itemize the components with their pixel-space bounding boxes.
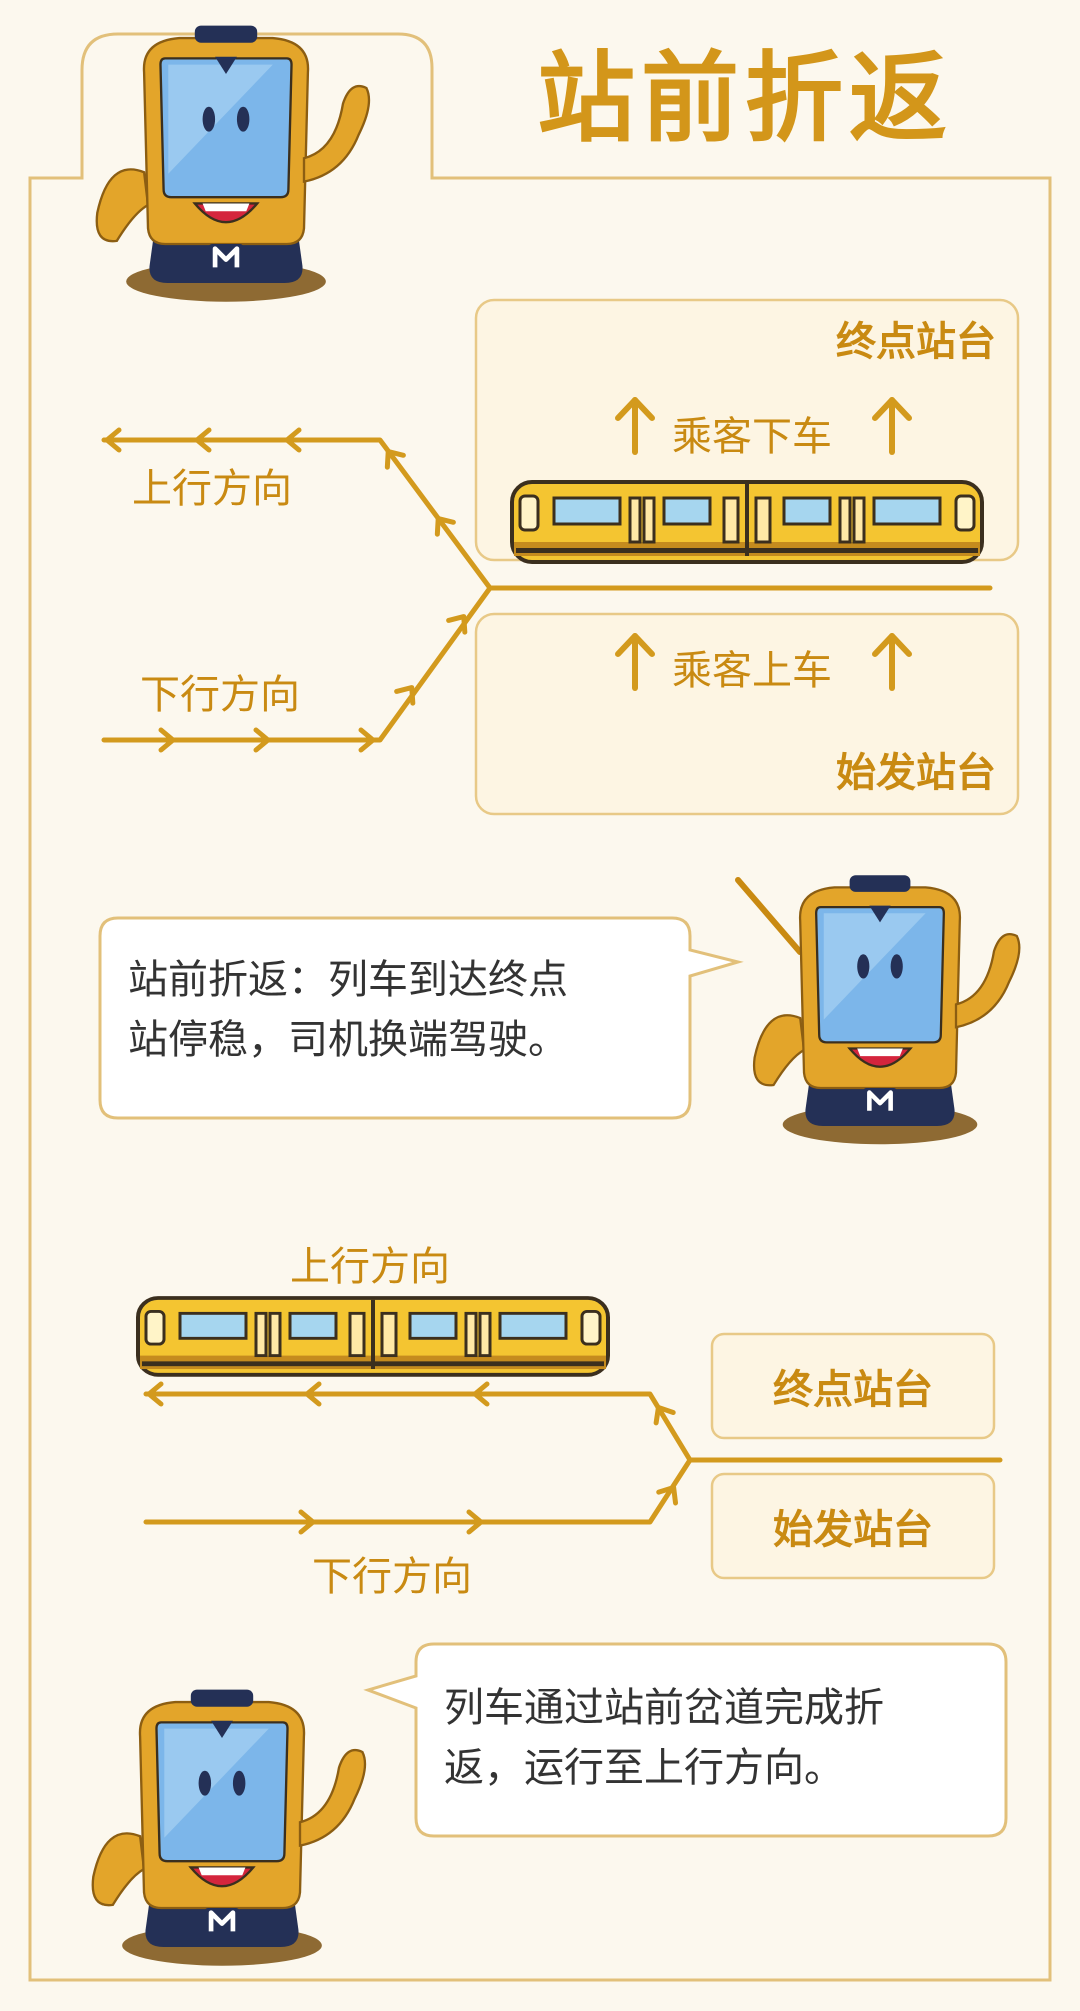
origin-platform-box (474, 612, 1020, 816)
terminal-platform-label: 终点站台 (836, 319, 996, 365)
train-icon (510, 480, 984, 564)
speech-bubble (98, 916, 744, 1120)
track-lines (101, 437, 993, 743)
down-direction-label: 下行方向 (140, 672, 300, 718)
terminal-platform-label-2: 终点站台 (773, 1367, 933, 1413)
speech-bubble-2 (363, 1642, 1008, 1838)
up-direction-label: 上行方向 (132, 466, 292, 512)
origin-platform-box-2 (710, 1472, 996, 1580)
up-arrow-icon (872, 397, 912, 455)
up-arrow-icon (615, 397, 655, 455)
up-arrow-icon (872, 633, 912, 691)
frame-border (28, 32, 1052, 1982)
origin-platform-label: 始发站台 (836, 750, 996, 796)
mascot-waving-icon (97, 26, 369, 302)
train-icon (136, 1296, 610, 1377)
pointer-stick (735, 877, 803, 955)
mascot-pointing-icon (754, 875, 1019, 1144)
passengers-board-label: 乘客上车 (672, 648, 832, 694)
bubble-line: 返，运行至上行方向。 (444, 1745, 844, 1791)
down-direction-label-2: 下行方向 (312, 1554, 472, 1600)
bubble-line: 站停稳，司机换端驾驶。 (128, 1017, 568, 1063)
origin-platform-label-2: 始发站台 (773, 1507, 933, 1553)
bubble-text-2: 列车通过站前岔道完成折 返，运行至上行方向。 (444, 1678, 884, 1798)
terminal-platform-box-2 (710, 1332, 996, 1440)
passengers-alight-label: 乘客下车 (672, 414, 832, 460)
bubble-line: 列车通过站前岔道完成折 (444, 1685, 884, 1731)
mascot-waving-icon-2 (93, 1690, 365, 1966)
up-direction-label-2: 上行方向 (290, 1244, 450, 1290)
bubble-text-1: 站前折返：列车到达终点 站停稳，司机换端驾驶。 (128, 950, 568, 1070)
up-arrow-icon (615, 633, 655, 691)
page-title: 站前折返 (537, 42, 953, 156)
bubble-line: 站前折返：列车到达终点 (128, 957, 568, 1003)
